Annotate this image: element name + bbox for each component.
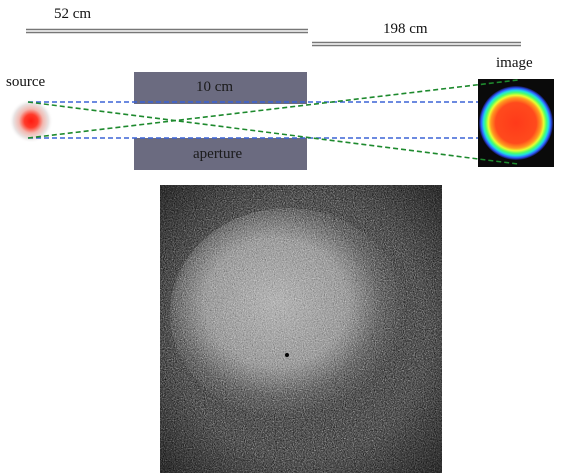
label-198cm: 198 cm [383, 21, 428, 37]
source-spot [9, 99, 53, 143]
imaging-geometry-diagram [9, 28, 554, 170]
dimension-line-198cm [312, 41, 521, 47]
dimension-line-52cm [26, 28, 308, 34]
measured-image-noise [160, 185, 442, 473]
image-spot [479, 86, 553, 160]
label-aperture-length: 10 cm [196, 79, 234, 95]
green-ray-descending [27, 101, 519, 165]
label-image: image [496, 55, 533, 71]
aperture-block-bottom [134, 138, 307, 170]
label-aperture: aperture [193, 146, 243, 162]
measured-image-plate [160, 185, 442, 473]
dust-speck [285, 353, 289, 357]
green-ray-ascending [27, 79, 519, 139]
aperture-block-top [134, 72, 307, 104]
label-52cm: 52 cm [54, 6, 92, 22]
label-source: source [6, 74, 46, 90]
